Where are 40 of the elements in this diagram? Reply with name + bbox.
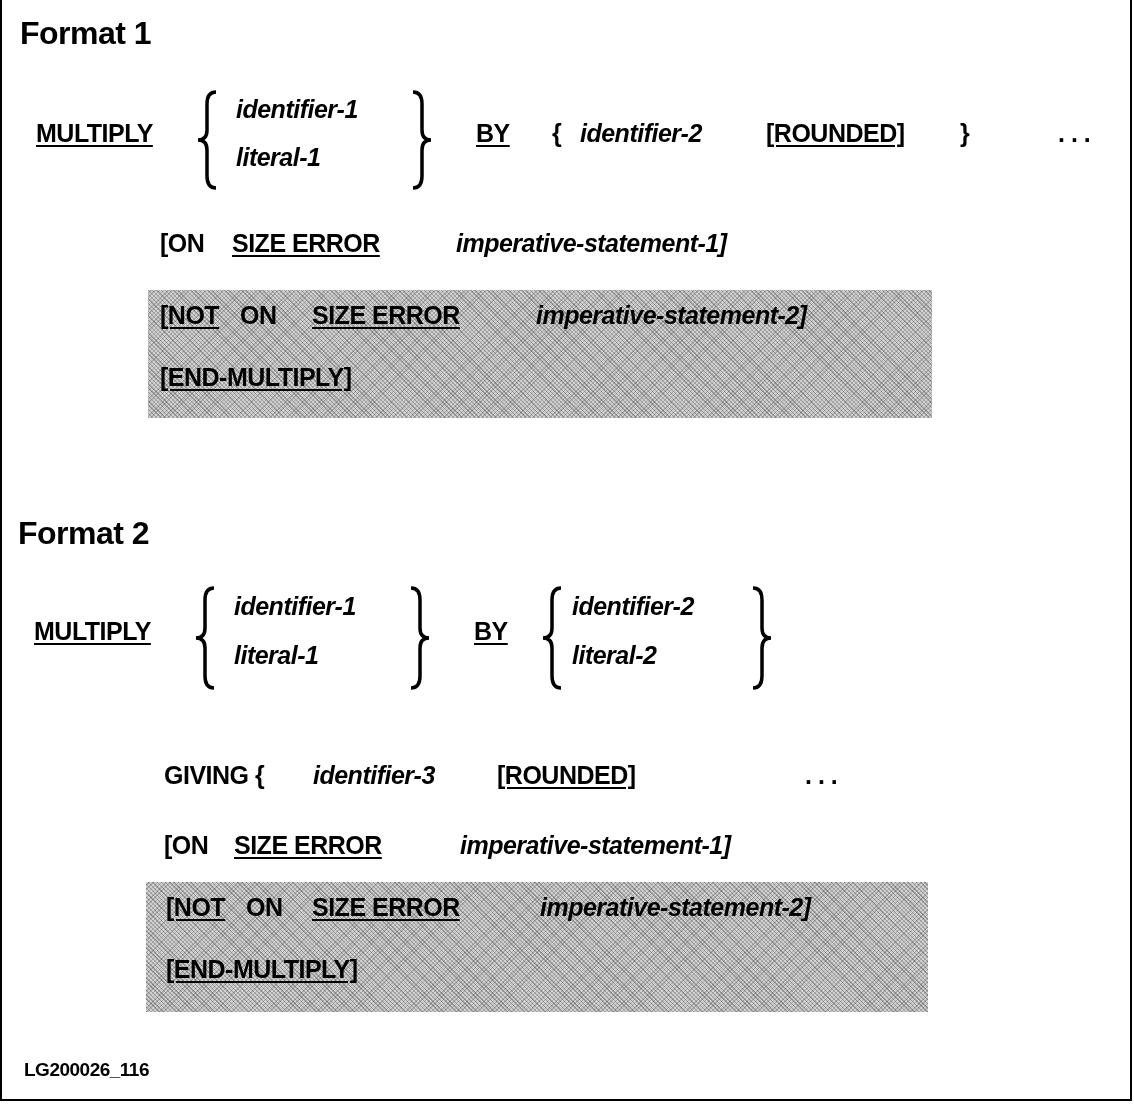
brace-symbol: {: [552, 118, 562, 148]
keyword: MULTIPLY: [34, 616, 151, 646]
keyword: SIZE ERROR: [312, 892, 460, 922]
figure-id: LG200026_116: [24, 1058, 149, 1082]
ellipsis: . . .: [1058, 118, 1091, 148]
keyword: GIVING {: [164, 760, 265, 790]
keyword: [ROUNDED]: [497, 760, 636, 790]
syntax-variable: identifier-3: [313, 760, 435, 790]
keyword: BY: [476, 118, 510, 148]
keyword: MULTIPLY: [36, 118, 153, 148]
syntax-variable: identifier-1: [234, 591, 356, 621]
format-heading: Format 2: [18, 514, 150, 552]
keyword: ON: [240, 300, 277, 330]
syntax-variable: identifier-2: [572, 591, 694, 621]
keyword: SIZE ERROR: [234, 830, 382, 860]
syntax-variable: literal-1: [236, 142, 321, 172]
shaded-band: [148, 290, 932, 418]
keyword: [END-MULTIPLY]: [166, 954, 358, 984]
keyword: [ON: [164, 830, 209, 860]
syntax-variable: imperative-statement-2]: [536, 300, 807, 330]
format-heading: Format 1: [20, 14, 152, 52]
syntax-variable: literal-2: [572, 640, 657, 670]
keyword: BY: [474, 616, 508, 646]
keyword: [END-MULTIPLY]: [160, 362, 352, 392]
keyword: [NOT: [166, 892, 226, 922]
syntax-variable: imperative-statement-1]: [460, 830, 731, 860]
keyword: [ROUNDED]: [766, 118, 905, 148]
syntax-variable: literal-1: [234, 640, 319, 670]
syntax-variable: identifier-2: [580, 118, 702, 148]
keyword: SIZE ERROR: [232, 228, 380, 258]
ellipsis: . . .: [805, 760, 838, 790]
keyword: SIZE ERROR: [312, 300, 460, 330]
syntax-variable: imperative-statement-1]: [456, 228, 727, 258]
keyword: [ON: [160, 228, 205, 258]
keyword: [NOT: [160, 300, 220, 330]
syntax-variable: imperative-statement-2]: [540, 892, 811, 922]
keyword: ON: [246, 892, 283, 922]
brace-symbol: }: [960, 118, 970, 148]
shaded-band: [146, 882, 928, 1012]
syntax-variable: identifier-1: [236, 94, 358, 124]
